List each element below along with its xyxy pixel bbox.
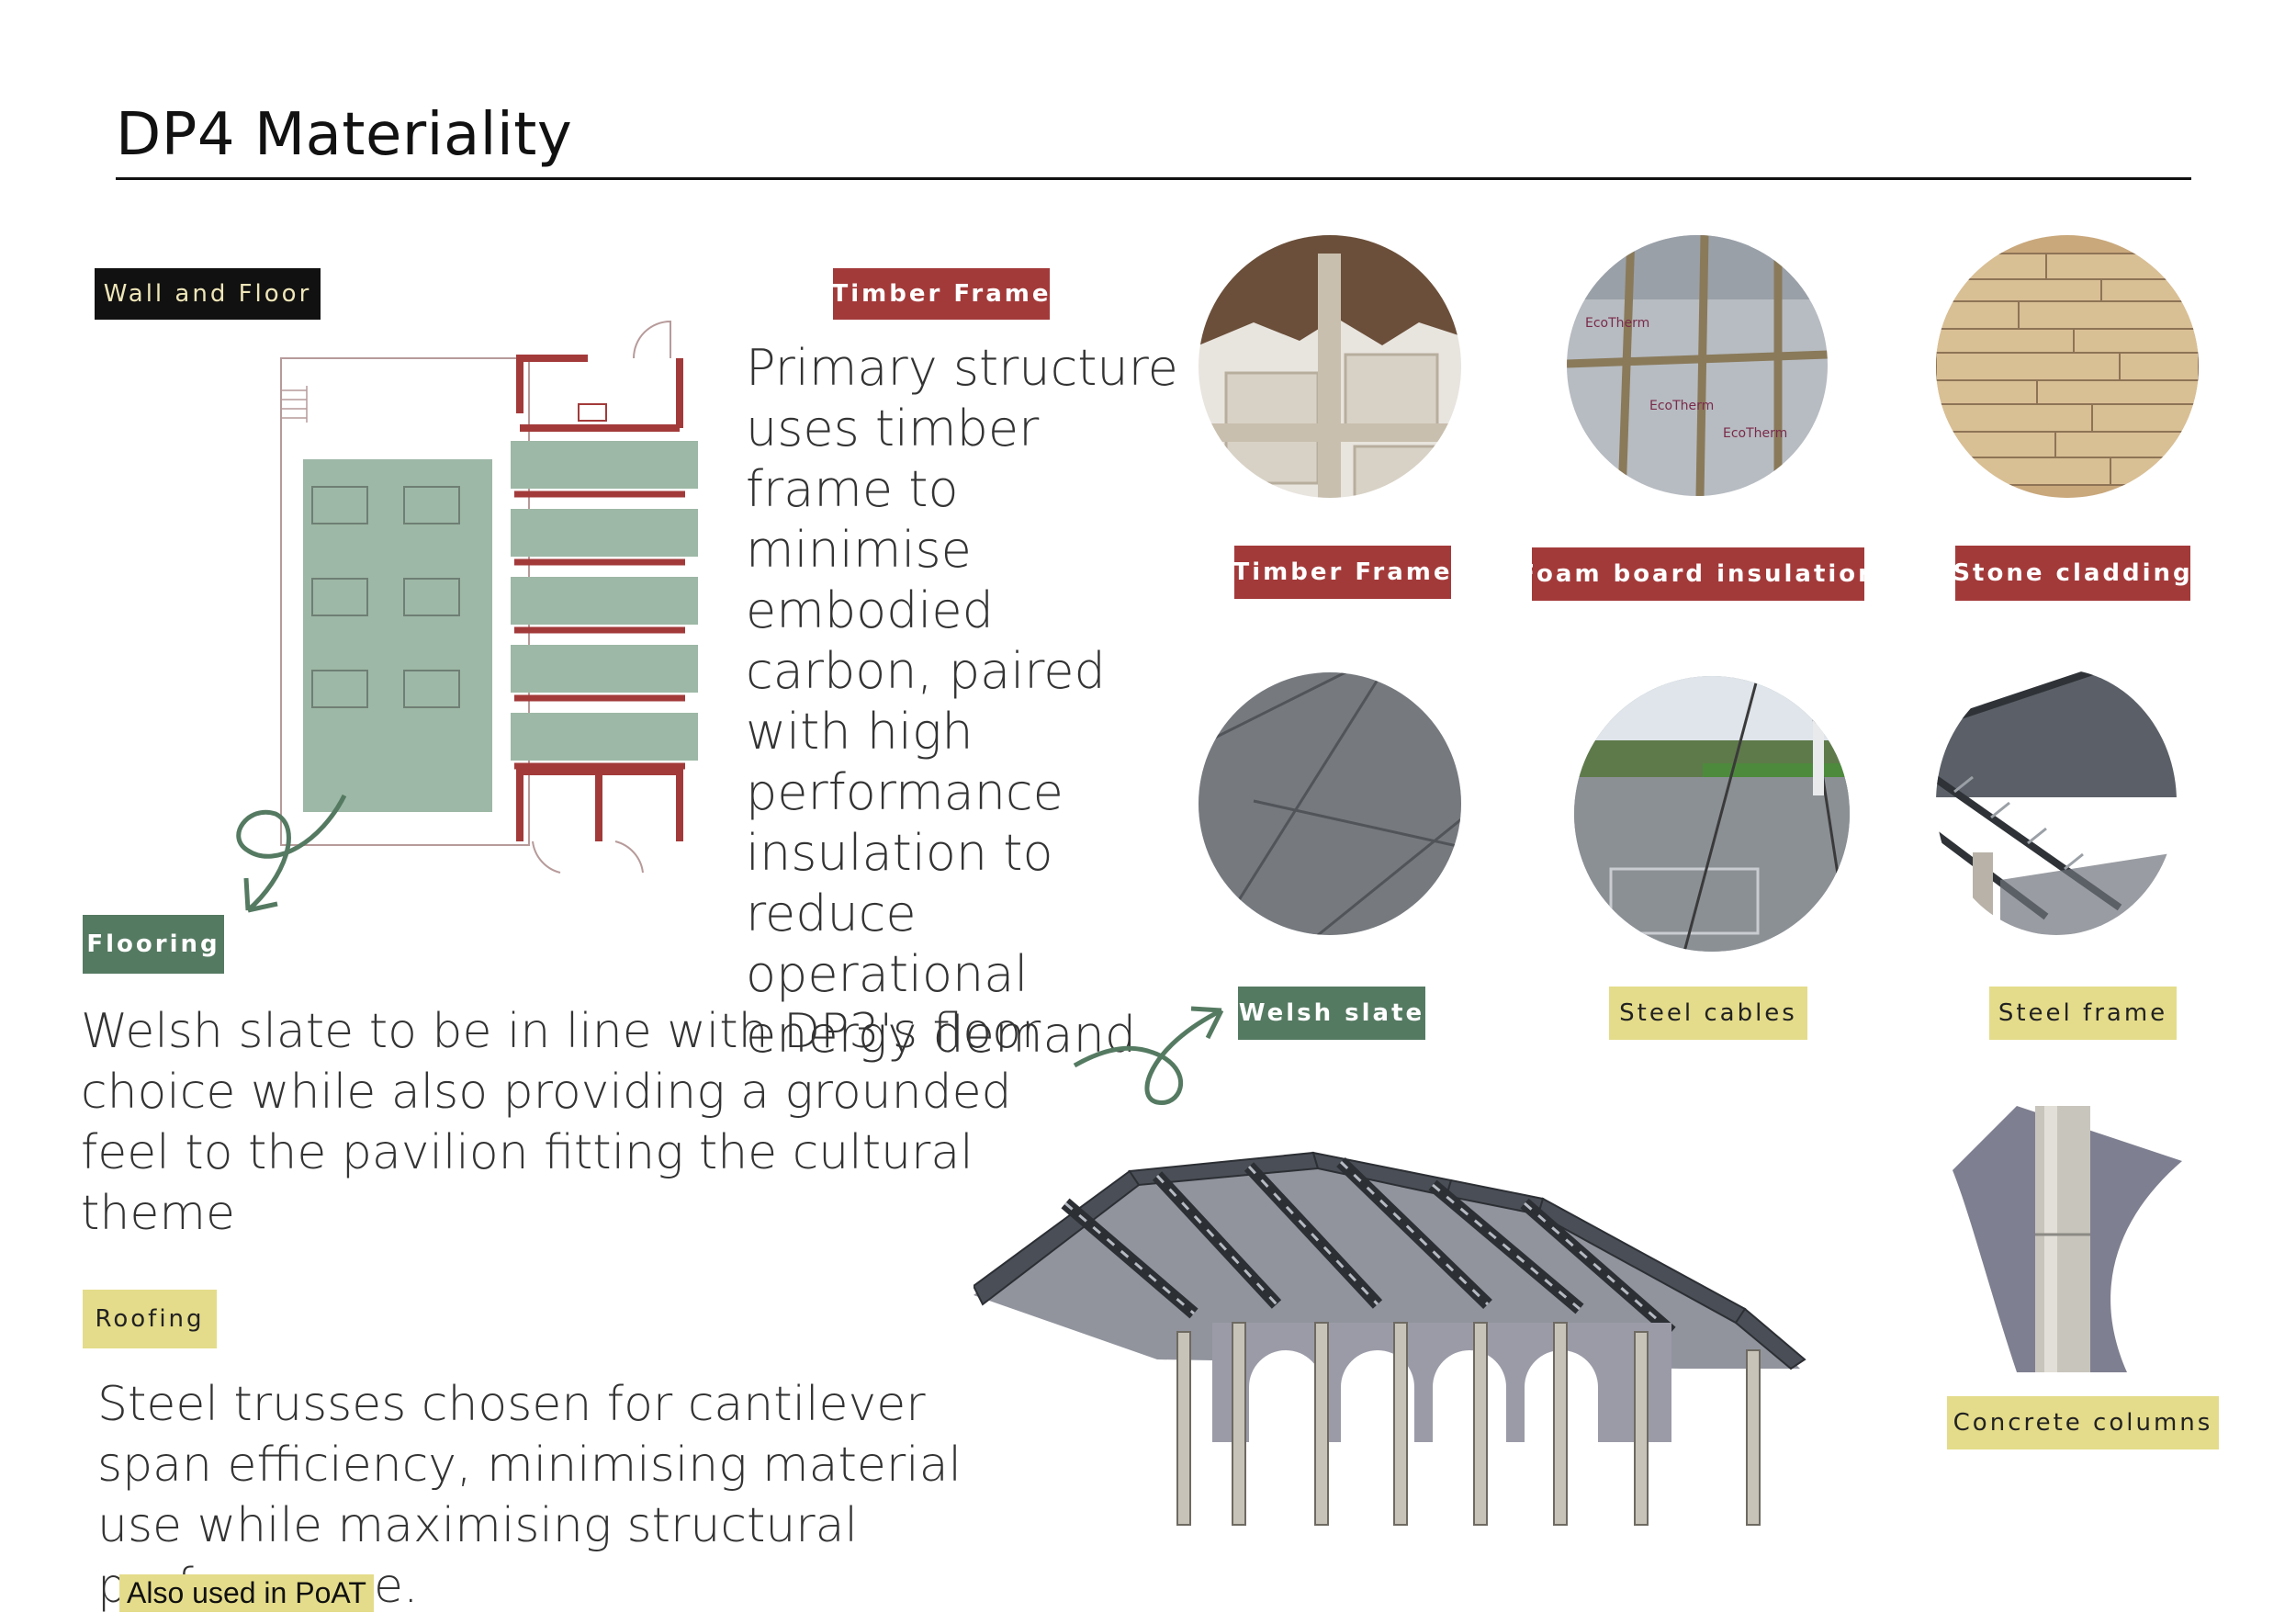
also-used-note: Also used in PoAT <box>119 1574 374 1612</box>
welsh-slate-label: Welsh slate <box>1238 987 1425 1040</box>
welsh-slate-photo <box>1199 672 1461 935</box>
steel-frame-label: Steel frame <box>1989 987 2177 1040</box>
wall-and-floor-tag: Wall and Floor <box>95 268 321 320</box>
primary-structure-text: Primary structure uses timber frame to m… <box>746 339 1178 1064</box>
page-title: DP4 Materiality <box>116 101 573 169</box>
curly-arrow-icon <box>236 794 347 913</box>
foam-board-label: Foam board insulation <box>1518 547 1875 601</box>
steel-frame-photo <box>1936 669 2177 935</box>
concrete-column-photo <box>1953 1106 2182 1372</box>
timber-frame-photo <box>1199 235 1461 498</box>
title-rule <box>116 177 2191 180</box>
flooring-tag: Flooring <box>83 915 224 974</box>
stone-cladding-label: Stone cladding <box>1953 546 2190 601</box>
steel-cables-photo <box>1574 676 1850 952</box>
welsh-slate-description: Welsh slate to be in line with DP3's flo… <box>81 1004 1041 1241</box>
steel-cables-label: Steel cables <box>1609 987 1807 1040</box>
svg-text:EcoTherm: EcoTherm <box>1649 399 1714 413</box>
floor-plan-drawing <box>280 320 698 874</box>
roofing-tag: Roofing <box>83 1290 217 1348</box>
roof-truss-drawing <box>974 1151 1806 1526</box>
timber-frame-header-tag: Timber Frame <box>831 268 1050 320</box>
concrete-columns-label: Concrete columns <box>1947 1396 2219 1449</box>
curly-arrow-icon <box>1073 1006 1224 1105</box>
timber-frame-label: Timber Frame <box>1232 546 1451 599</box>
svg-text:EcoTherm: EcoTherm <box>1585 316 1649 331</box>
svg-text:EcoTherm: EcoTherm <box>1723 426 1787 441</box>
stone-cladding-photo <box>1936 235 2199 498</box>
